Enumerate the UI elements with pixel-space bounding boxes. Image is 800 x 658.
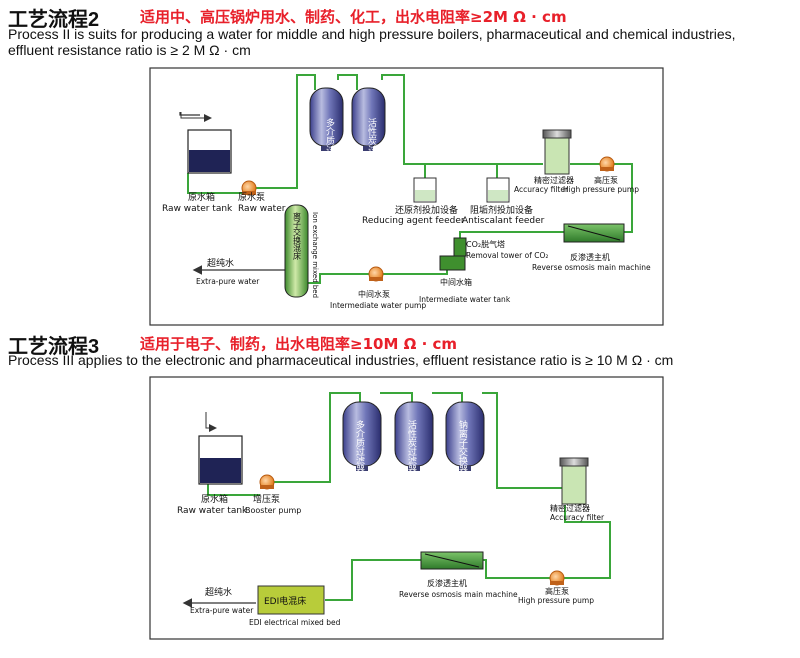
- p2-antiscalant-cn: 阻垢剂投加设备: [470, 204, 533, 216]
- process2-desc-line2: effluent resistance ratio is ≥ 2 M Ω · c…: [8, 42, 251, 58]
- p2-raw-tank-cn: 原水箱: [188, 191, 215, 203]
- p3-edi-en: EDI electrical mixed bed: [249, 618, 341, 627]
- p3-accuracy-cn: 精密过滤器: [550, 503, 590, 513]
- process3-desc-line1: Process III applies to the electronic an…: [8, 352, 674, 368]
- p3-hp-pump-en: High pressure pump: [518, 596, 594, 605]
- p3-accuracy-en: Accuracy filter: [550, 513, 605, 522]
- sodium-exchanger-3: [445, 401, 485, 471]
- p2-raw-pump-en: Raw water: [238, 204, 286, 214]
- p3-booster-en: Booster pump: [245, 506, 301, 515]
- p3-filter2-label: 活性炭过滤器: [406, 419, 417, 474]
- p3-ro-cn: 反渗透主机: [427, 578, 467, 588]
- accuracy-filter-3: [559, 457, 589, 505]
- process2-subtitle: 适用中、高压锅炉用水、制药、化工，出水电阻率≥2M Ω · cm: [140, 8, 567, 26]
- p2-accuracy-en: Accuracy filter: [514, 185, 569, 194]
- p3-filter1-label: 多介质过滤器: [354, 419, 365, 474]
- edi-mixed-bed: [257, 585, 325, 615]
- process2-title-cn: 工艺流程: [8, 7, 88, 31]
- process3-inlet-arrow: [205, 412, 217, 432]
- booster-pump-3: [259, 474, 275, 490]
- raw-water-pump-2: [241, 180, 257, 196]
- p2-reducing-cn: 还原剂投加设备: [395, 204, 458, 216]
- process3-title-cn: 工艺流程: [8, 334, 88, 358]
- p2-filter2-label: 活性炭过滤器: [366, 117, 377, 172]
- raw-water-tank-3: [198, 435, 243, 485]
- p3-booster-cn: 增压泵: [253, 493, 280, 505]
- p3-hp-pump-cn: 高压泵: [545, 586, 569, 596]
- reducing-agent-feeder: [413, 177, 437, 203]
- process2-frame: [149, 67, 664, 326]
- p3-ro-en: Reverse osmosis main machine: [399, 590, 518, 599]
- p2-antiscalant-en: Antiscalant feeder: [462, 216, 545, 226]
- p2-mixbed-en: Ion exchange mixed bed: [311, 212, 319, 298]
- process3-title-num: 3: [88, 336, 100, 358]
- p3-edi-label: EDI电混床: [264, 595, 306, 607]
- raw-water-tank-2: [187, 129, 232, 174]
- ro-main-machine-2: [563, 223, 625, 243]
- p2-inter-tank-en: Intermediate water tank: [419, 295, 511, 304]
- p3-pure-cn: 超纯水: [205, 586, 232, 598]
- process3-subtitle: 适用于电子、制药，出水电阻率≥10M Ω · cm: [140, 335, 458, 353]
- p3-filter3-label: 钠离子交换器: [457, 419, 468, 474]
- p2-inter-tank-cn: 中间水箱: [440, 277, 472, 287]
- multimedia-filter-2: [309, 87, 344, 151]
- p2-accuracy-cn: 精密过滤器: [534, 175, 574, 185]
- process3-pipes: [207, 392, 611, 601]
- process2-inlet-line: [179, 112, 200, 116]
- p2-raw-tank-en: Raw water tank: [162, 204, 233, 214]
- p2-co2-cn: CO₂脱气塔: [466, 239, 505, 249]
- high-pressure-pump-2: [599, 156, 615, 172]
- accuracy-filter-2: [542, 129, 572, 175]
- carbon-filter-3: [394, 401, 434, 471]
- high-pressure-pump-3: [549, 570, 565, 586]
- p2-hp-pump-en: High pressure pump: [563, 185, 639, 194]
- p2-raw-pump-cn: 原水泵: [238, 191, 265, 203]
- p2-pure-cn: 超纯水: [207, 257, 234, 269]
- p2-mixbed-cn: 离子交换混床: [293, 211, 302, 261]
- p2-co2-en: Removal tower of CO₂: [466, 251, 548, 260]
- p2-reducing-en: Reducing agent feeder: [362, 216, 465, 226]
- co2-removal-tower: [439, 237, 467, 271]
- ro-main-machine-3: [420, 551, 484, 570]
- p3-raw-tank-en: Raw water tank: [177, 506, 248, 516]
- p2-inter-pump-en: Intermediate water pump: [330, 301, 426, 310]
- mixed-bed-2: [284, 204, 309, 298]
- process3-title: 工艺流程3: [8, 330, 99, 359]
- process2-inlet-arrow: [180, 112, 212, 122]
- process2-title-num: 2: [88, 9, 100, 31]
- p2-ro-cn: 反渗透主机: [570, 252, 610, 262]
- multimedia-filter-3: [342, 401, 382, 471]
- p2-ro-en: Reverse osmosis main machine: [532, 263, 651, 272]
- p2-hp-pump-cn: 高压泵: [594, 175, 618, 185]
- p3-pure-en: Extra-pure water: [190, 606, 254, 615]
- p2-inter-pump-cn: 中间水泵: [358, 289, 390, 299]
- p2-filter1-label: 多介质过滤器: [324, 117, 335, 172]
- process2-title: 工艺流程2: [8, 3, 99, 32]
- antiscalant-feeder: [486, 177, 510, 203]
- p3-raw-tank-cn: 原水箱: [201, 493, 228, 505]
- carbon-filter-2: [351, 87, 386, 151]
- process2-desc-line1: Process II is suits for producing a wate…: [8, 26, 736, 42]
- p2-pure-en: Extra-pure water: [196, 277, 260, 286]
- process3-frame: [149, 376, 664, 640]
- intermediate-pump: [368, 266, 384, 282]
